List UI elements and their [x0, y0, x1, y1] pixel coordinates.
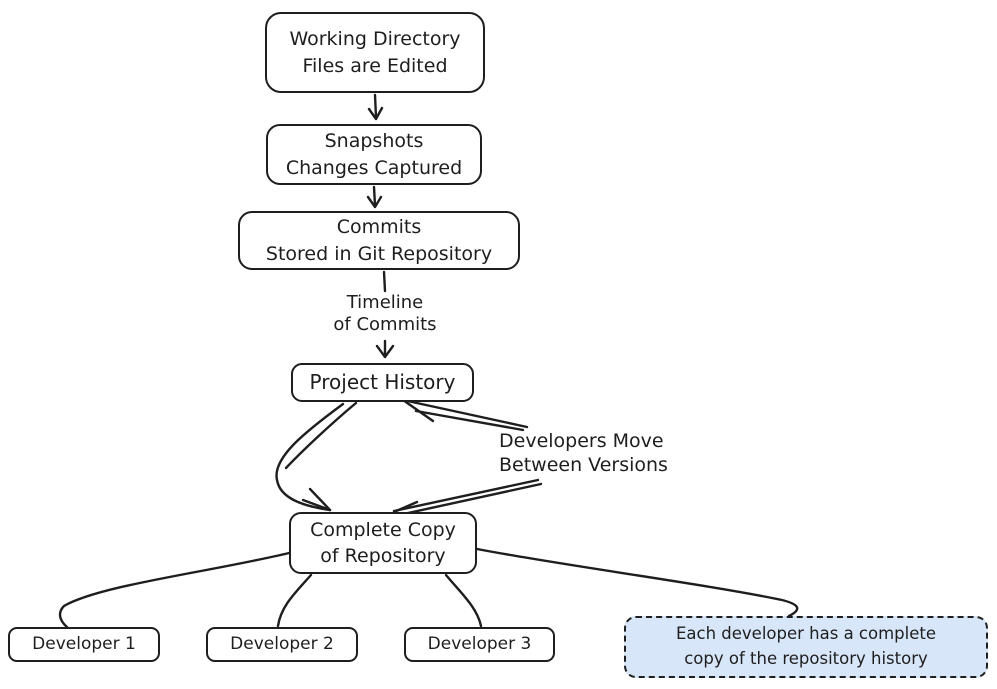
node-developer-3[interactable]: Developer 3: [404, 627, 555, 662]
arrow-snapshots-to-commits: [366, 185, 383, 209]
node-project-history[interactable]: Project History: [291, 363, 474, 402]
connector-complete-copy-to-developer-3: [444, 573, 483, 628]
node-snapshots[interactable]: Snapshots Changes Captured: [266, 124, 482, 185]
arrow-to-project-history-from-label: [401, 398, 529, 432]
edge-label-timeline: Timeline of Commits: [333, 292, 437, 335]
connector-complete-copy-to-developer-2: [276, 573, 313, 628]
arrow-working-to-snapshots: [367, 93, 384, 121]
node-developer-1[interactable]: Developer 1: [8, 627, 160, 662]
edge-label-developers-move: Developers Move Between Versions: [499, 430, 668, 476]
arrow-project-history-to-complete-copy: [275, 401, 358, 512]
connector-complete-copy-to-note: [475, 547, 799, 618]
node-complete-copy[interactable]: Complete Copy of Repository: [289, 512, 477, 574]
node-working-directory[interactable]: Working Directory Files are Edited: [265, 12, 485, 93]
arrow-to-complete-copy-from-label: [392, 478, 543, 517]
note-each-developer-copy[interactable]: Each developer has a complete copy of th…: [624, 616, 988, 678]
node-commits[interactable]: Commits Stored in Git Repository: [238, 211, 520, 270]
connector-complete-copy-to-developer-1: [58, 551, 291, 629]
node-developer-2[interactable]: Developer 2: [206, 627, 358, 662]
